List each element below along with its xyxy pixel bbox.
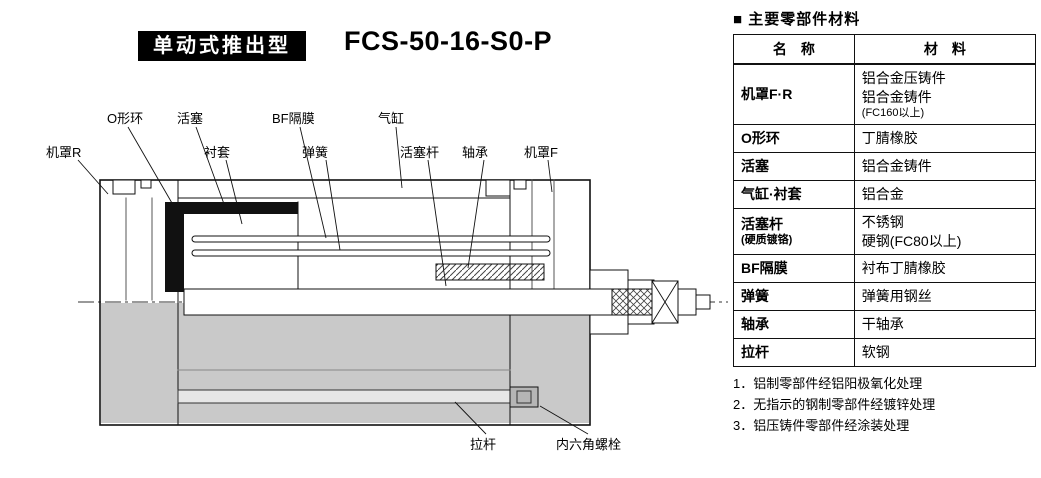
part-labels: 机罩R O形环 活塞 衬套 BF隔膜 弹簧 气缸 活塞杆 轴承 机罩F 拉杆 内…	[46, 111, 621, 452]
material-cell: 铝合金压铸件 铝合金铸件 (FC160以上)	[853, 63, 1037, 125]
table-row: 拉杆 软钢	[733, 338, 1037, 367]
table-row: 气缸·衬套 铝合金	[733, 179, 1037, 209]
footnotes: 1．铝制零部件经铝阳极氧化处理 2．无指示的钢制零部件经镀锌处理 3．铝压铸件零…	[733, 374, 1036, 436]
spring-shape-2	[191, 249, 551, 257]
materials-panel: ■ 主要零部件材料 名 称 材 料 机罩F·R 铝合金压铸件 铝合金铸件 (FC…	[733, 8, 1037, 436]
cylinder-assembly	[99, 179, 711, 426]
table-header-row: 名 称 材 料	[733, 34, 1037, 65]
part-name-line: 活塞杆	[741, 216, 783, 233]
part-name-cell: 活塞杆 (硬质镀铬)	[733, 207, 855, 256]
label-tie-rod: 拉杆	[470, 437, 496, 452]
label-hex-socket-bolt: 内六角螺栓	[556, 437, 621, 452]
piston-shape	[165, 202, 298, 292]
part-name-cell: 轴承	[733, 310, 855, 340]
part-name-cell: O形环	[733, 123, 855, 153]
label-bf-diaphragm: BF隔膜	[272, 111, 315, 126]
table-row: 机罩F·R 铝合金压铸件 铝合金铸件 (FC160以上)	[733, 63, 1037, 125]
label-cover-f: 机罩F	[524, 145, 558, 160]
material-line: 不锈钢	[861, 213, 904, 230]
rod-thread-shape	[611, 288, 653, 316]
bearing-shape	[435, 263, 545, 281]
part-name-cell: 机罩F·R	[733, 63, 855, 125]
model-number: FCS-50-16-S0-P	[344, 26, 553, 56]
materials-table: 名 称 材 料 机罩F·R 铝合金压铸件 铝合金铸件 (FC160以上) O形环…	[733, 34, 1037, 367]
material-cell: 丁腈橡胶	[853, 123, 1037, 153]
material-cell: 弹簧用钢丝	[853, 282, 1037, 312]
material-note: (FC160以上)	[861, 106, 925, 119]
label-bearing: 轴承	[462, 145, 488, 160]
part-name-cell: BF隔膜	[733, 254, 855, 284]
col-header-material: 材 料	[853, 34, 1037, 65]
cylinder-cross-section-diagram: 机罩R O形环 活塞 衬套 BF隔膜 弹簧 气缸 活塞杆 轴承 机罩F 拉杆 内…	[46, 111, 728, 452]
table-row: 活塞 铝合金铸件	[733, 151, 1037, 181]
spring-shape-1	[191, 235, 551, 243]
hex-bolt-shape	[509, 386, 539, 408]
footnote: 3．铝压铸件零部件经涂装处理	[733, 417, 910, 433]
part-name-cell: 拉杆	[733, 338, 855, 367]
table-row: 轴承 干轴承	[733, 310, 1037, 340]
part-name-note: (硬质镀铬)	[741, 234, 793, 247]
label-spring: 弹簧	[302, 145, 328, 160]
footnote: 2．无指示的钢制零部件经镀锌处理	[733, 396, 936, 412]
type-badge: 单动式推出型	[138, 31, 306, 61]
leader-lines	[77, 126, 589, 435]
material-cell: 衬布丁腈橡胶	[853, 254, 1037, 284]
material-line: 硬钢(FC80以上)	[861, 232, 962, 249]
label-bushing: 衬套	[204, 145, 230, 160]
tie-rod-shape	[177, 389, 511, 404]
port-detail-left-1	[112, 179, 136, 195]
label-oring: O形环	[107, 111, 143, 126]
label-cover-r: 机罩R	[46, 145, 81, 160]
material-line: 铝合金铸件	[861, 88, 932, 105]
part-name-cell: 气缸·衬套	[733, 179, 855, 209]
part-name-cell: 弹簧	[733, 282, 855, 312]
col-header-name: 名 称	[733, 34, 855, 65]
materials-title: ■ 主要零部件材料	[733, 11, 861, 28]
label-cylinder: 气缸	[378, 111, 404, 126]
table-row: 活塞杆 (硬质镀铬) 不锈钢 硬钢(FC80以上)	[733, 207, 1037, 256]
port-detail-right-1	[485, 179, 511, 197]
table-row: BF隔膜 衬布丁腈橡胶	[733, 254, 1037, 284]
table-row: O形环 丁腈橡胶	[733, 123, 1037, 153]
material-cell: 铝合金	[853, 179, 1037, 209]
material-cell: 铝合金铸件	[853, 151, 1037, 181]
label-piston: 活塞	[177, 111, 203, 126]
port-detail-right-2	[513, 179, 527, 190]
rod-nut-shape	[651, 280, 711, 324]
label-piston-rod: 活塞杆	[400, 145, 439, 160]
material-line: 铝合金压铸件	[861, 70, 946, 86]
port-detail-left-2	[140, 179, 152, 189]
material-cell: 干轴承	[853, 310, 1037, 340]
part-name-cell: 活塞	[733, 151, 855, 181]
material-cell: 软钢	[853, 338, 1037, 367]
material-cell: 不锈钢 硬钢(FC80以上)	[853, 207, 1037, 256]
piston-rod-shape	[183, 288, 613, 316]
table-row: 弹簧 弹簧用钢丝	[733, 282, 1037, 312]
footnote: 1．铝制零部件经铝阳极氧化处理	[733, 375, 923, 391]
